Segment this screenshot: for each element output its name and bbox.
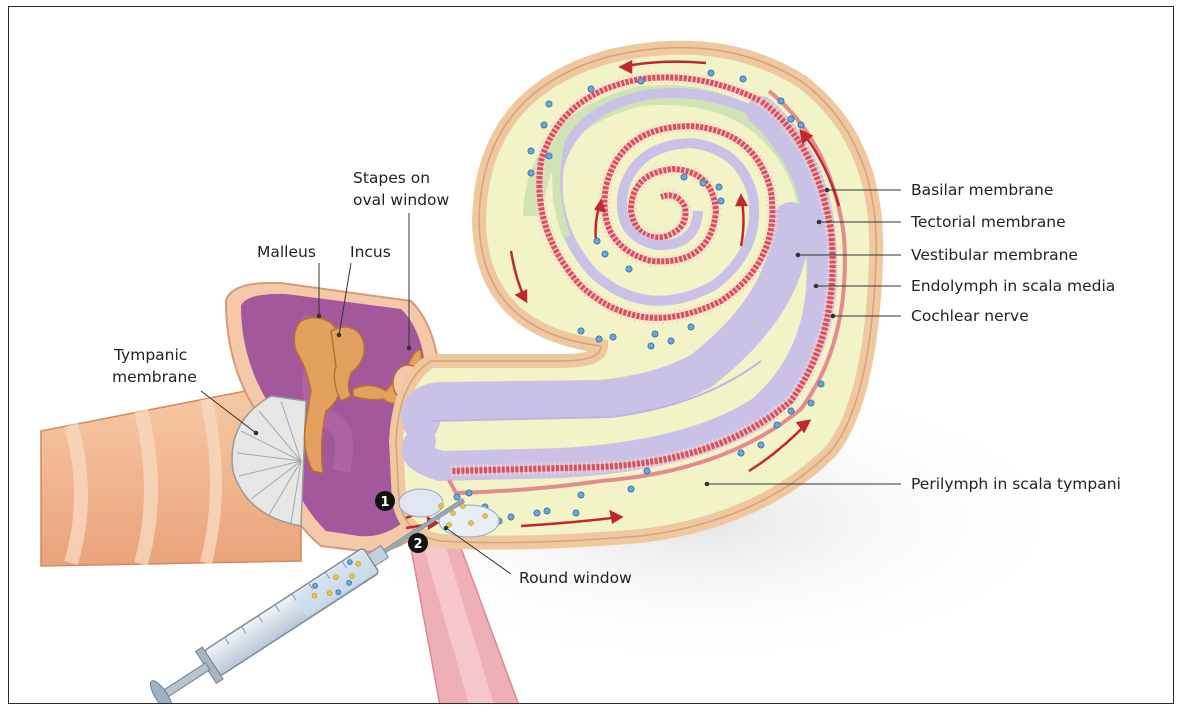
diagram-frame: 1 2 Stapes on oval window Malleus Incus … [8, 6, 1174, 704]
label-endolymph: Endolymph in scala media [911, 277, 1115, 295]
step-marker-1: 1 [375, 491, 395, 511]
label-incus: Incus [350, 243, 391, 261]
label-tympanic-line2: membrane [112, 368, 197, 386]
label-malleus: Malleus [257, 243, 316, 261]
label-tympanic-line1: Tympanic [113, 346, 187, 364]
label-perilymph: Perilymph in scala tympani [911, 475, 1121, 493]
label-round-window: Round window [519, 569, 632, 587]
label-stapes-line1: Stapes on [353, 169, 430, 187]
svg-text:1: 1 [380, 495, 389, 510]
step-marker-2: 2 [408, 533, 428, 553]
label-cochlear-nerve: Cochlear nerve [911, 307, 1029, 325]
svg-text:2: 2 [413, 537, 422, 552]
label-vestibular-membrane: Vestibular membrane [911, 246, 1078, 264]
label-stapes-line2: oval window [353, 191, 450, 209]
cochlea-diagram: 1 2 Stapes on oval window Malleus Incus … [9, 7, 1174, 704]
cochlea [396, 48, 876, 543]
label-tectorial-membrane: Tectorial membrane [910, 213, 1066, 231]
label-basilar-membrane: Basilar membrane [911, 181, 1053, 199]
